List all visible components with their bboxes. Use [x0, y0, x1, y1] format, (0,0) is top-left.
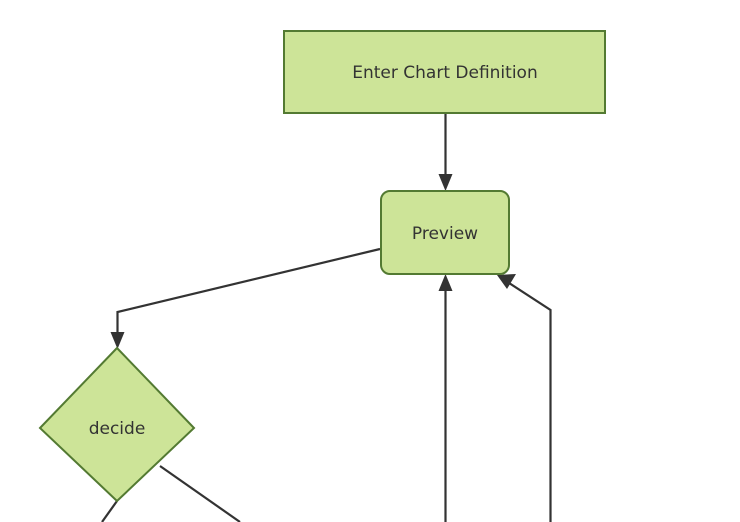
edge-return-center-to-preview-arrowhead	[438, 274, 453, 291]
node-decide[interactable]: decide	[38, 346, 196, 503]
edge-decide-right-out-line	[159, 465, 241, 522]
edge-return-right-to-preview-line	[505, 280, 552, 522]
node-preview[interactable]: Preview	[380, 190, 510, 275]
edge-preview-to-decide	[110, 247, 381, 349]
edge-return-center-to-preview	[438, 274, 453, 522]
edge-return-right-to-preview	[497, 274, 552, 522]
decide-shape[interactable]	[38, 346, 196, 503]
enter-chart-definition-shape[interactable]	[283, 30, 606, 114]
node-enter-chart-definition[interactable]: Enter Chart Definition	[283, 30, 606, 114]
edge-decide-bottom-out	[101, 500, 118, 522]
edge-return-right-to-preview-arrowhead	[497, 274, 516, 289]
edge-enter-to-preview-arrowhead	[438, 174, 453, 191]
edge-preview-to-decide-arrowhead	[110, 332, 125, 349]
edge-decide-bottom-out-line	[101, 500, 118, 522]
edge-decide-right-out	[159, 465, 241, 522]
edge-preview-to-decide-line	[116, 247, 381, 339]
preview-shape[interactable]	[380, 190, 510, 275]
edge-enter-to-preview	[438, 114, 453, 191]
